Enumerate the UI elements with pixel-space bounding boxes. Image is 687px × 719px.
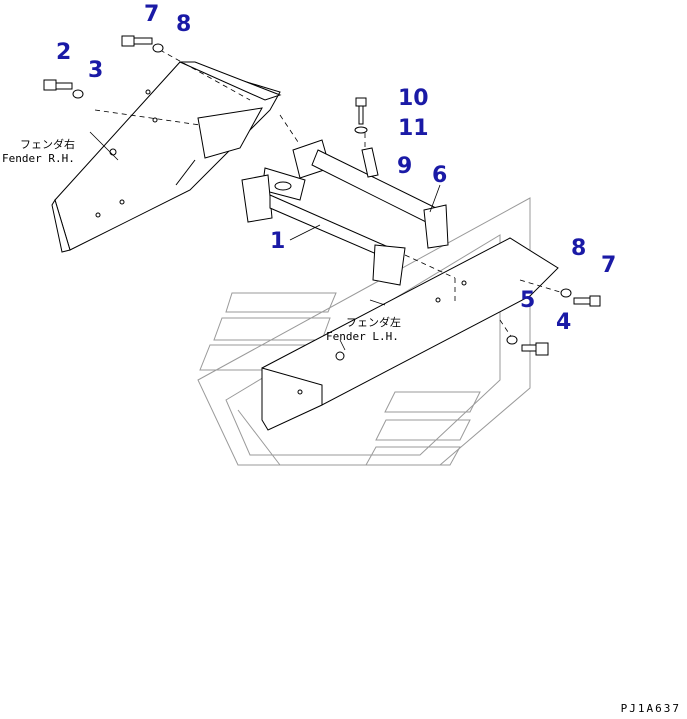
washer-8-lower [560,288,572,298]
fender-lh-label-jp: フェンダ左 [346,316,401,329]
bolt-2 [43,79,73,91]
callout-2: 2 [56,40,72,65]
callout-7-upper: 7 [144,2,160,27]
fender-lh [261,237,559,431]
callout-6: 6 [432,163,448,188]
callout-8-lower: 8 [571,236,587,261]
bolt-4 [521,342,549,356]
callout-4: 4 [556,310,572,335]
callout-10: 10 [398,86,429,111]
fender-lh-label-en: Fender L.H. [326,330,399,343]
bracket-9 [361,147,379,178]
callout-11: 11 [398,116,429,141]
alignment-lines [94,49,561,339]
bolt-7-upper [121,35,153,47]
washer-3 [72,89,84,99]
callout-3: 3 [88,58,104,83]
callout-8-upper: 8 [176,12,192,37]
callout-5: 5 [520,288,536,313]
fender-rh [51,61,282,253]
fasteners [43,35,601,356]
fender-rh-label-en: Fender R.H. [2,152,75,165]
leader-lines [89,131,441,351]
bolt-10 [355,97,367,125]
washer-5 [506,335,518,345]
bolt-7-lower [573,295,601,307]
callout-7-lower: 7 [601,253,617,278]
washer-8-upper [152,43,164,53]
callout-1: 1 [270,229,286,254]
callout-9: 9 [397,154,413,179]
washer-11 [354,126,368,134]
cross-member-1 [241,167,406,286]
cross-member-6 [292,139,449,249]
fender-rh-label-jp: フェンダ右 [20,138,75,151]
background-body-outline [197,197,531,466]
drawing-code: PJ1A637 [620,702,681,715]
